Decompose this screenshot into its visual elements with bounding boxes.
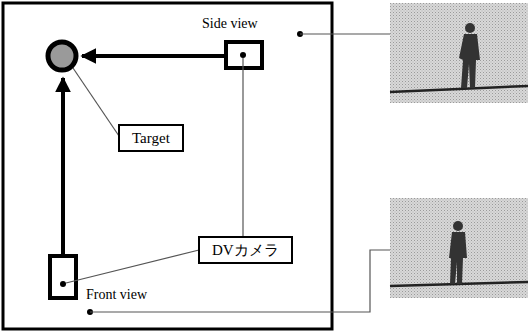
target-circle bbox=[48, 42, 76, 70]
camera-box bbox=[50, 256, 76, 298]
box-text: DVカメラ bbox=[212, 241, 279, 259]
callout-box: DVカメラ bbox=[198, 236, 293, 264]
box-text: Target bbox=[132, 129, 170, 147]
field-frame bbox=[3, 3, 332, 329]
leader-line bbox=[73, 68, 119, 136]
camera-box bbox=[226, 42, 262, 68]
path-arrow bbox=[82, 54, 224, 58]
path-arrow bbox=[61, 78, 65, 254]
leader-dot bbox=[240, 52, 246, 58]
leader-line bbox=[300, 33, 390, 34]
leader-line bbox=[242, 58, 243, 236]
leader-dot bbox=[60, 281, 66, 287]
view-label: Side view bbox=[200, 16, 260, 31]
view-label: Front view bbox=[84, 287, 149, 302]
photo bbox=[390, 3, 528, 103]
callout-box: Target bbox=[118, 124, 184, 152]
photo bbox=[390, 198, 528, 298]
leader-line bbox=[66, 250, 199, 283]
